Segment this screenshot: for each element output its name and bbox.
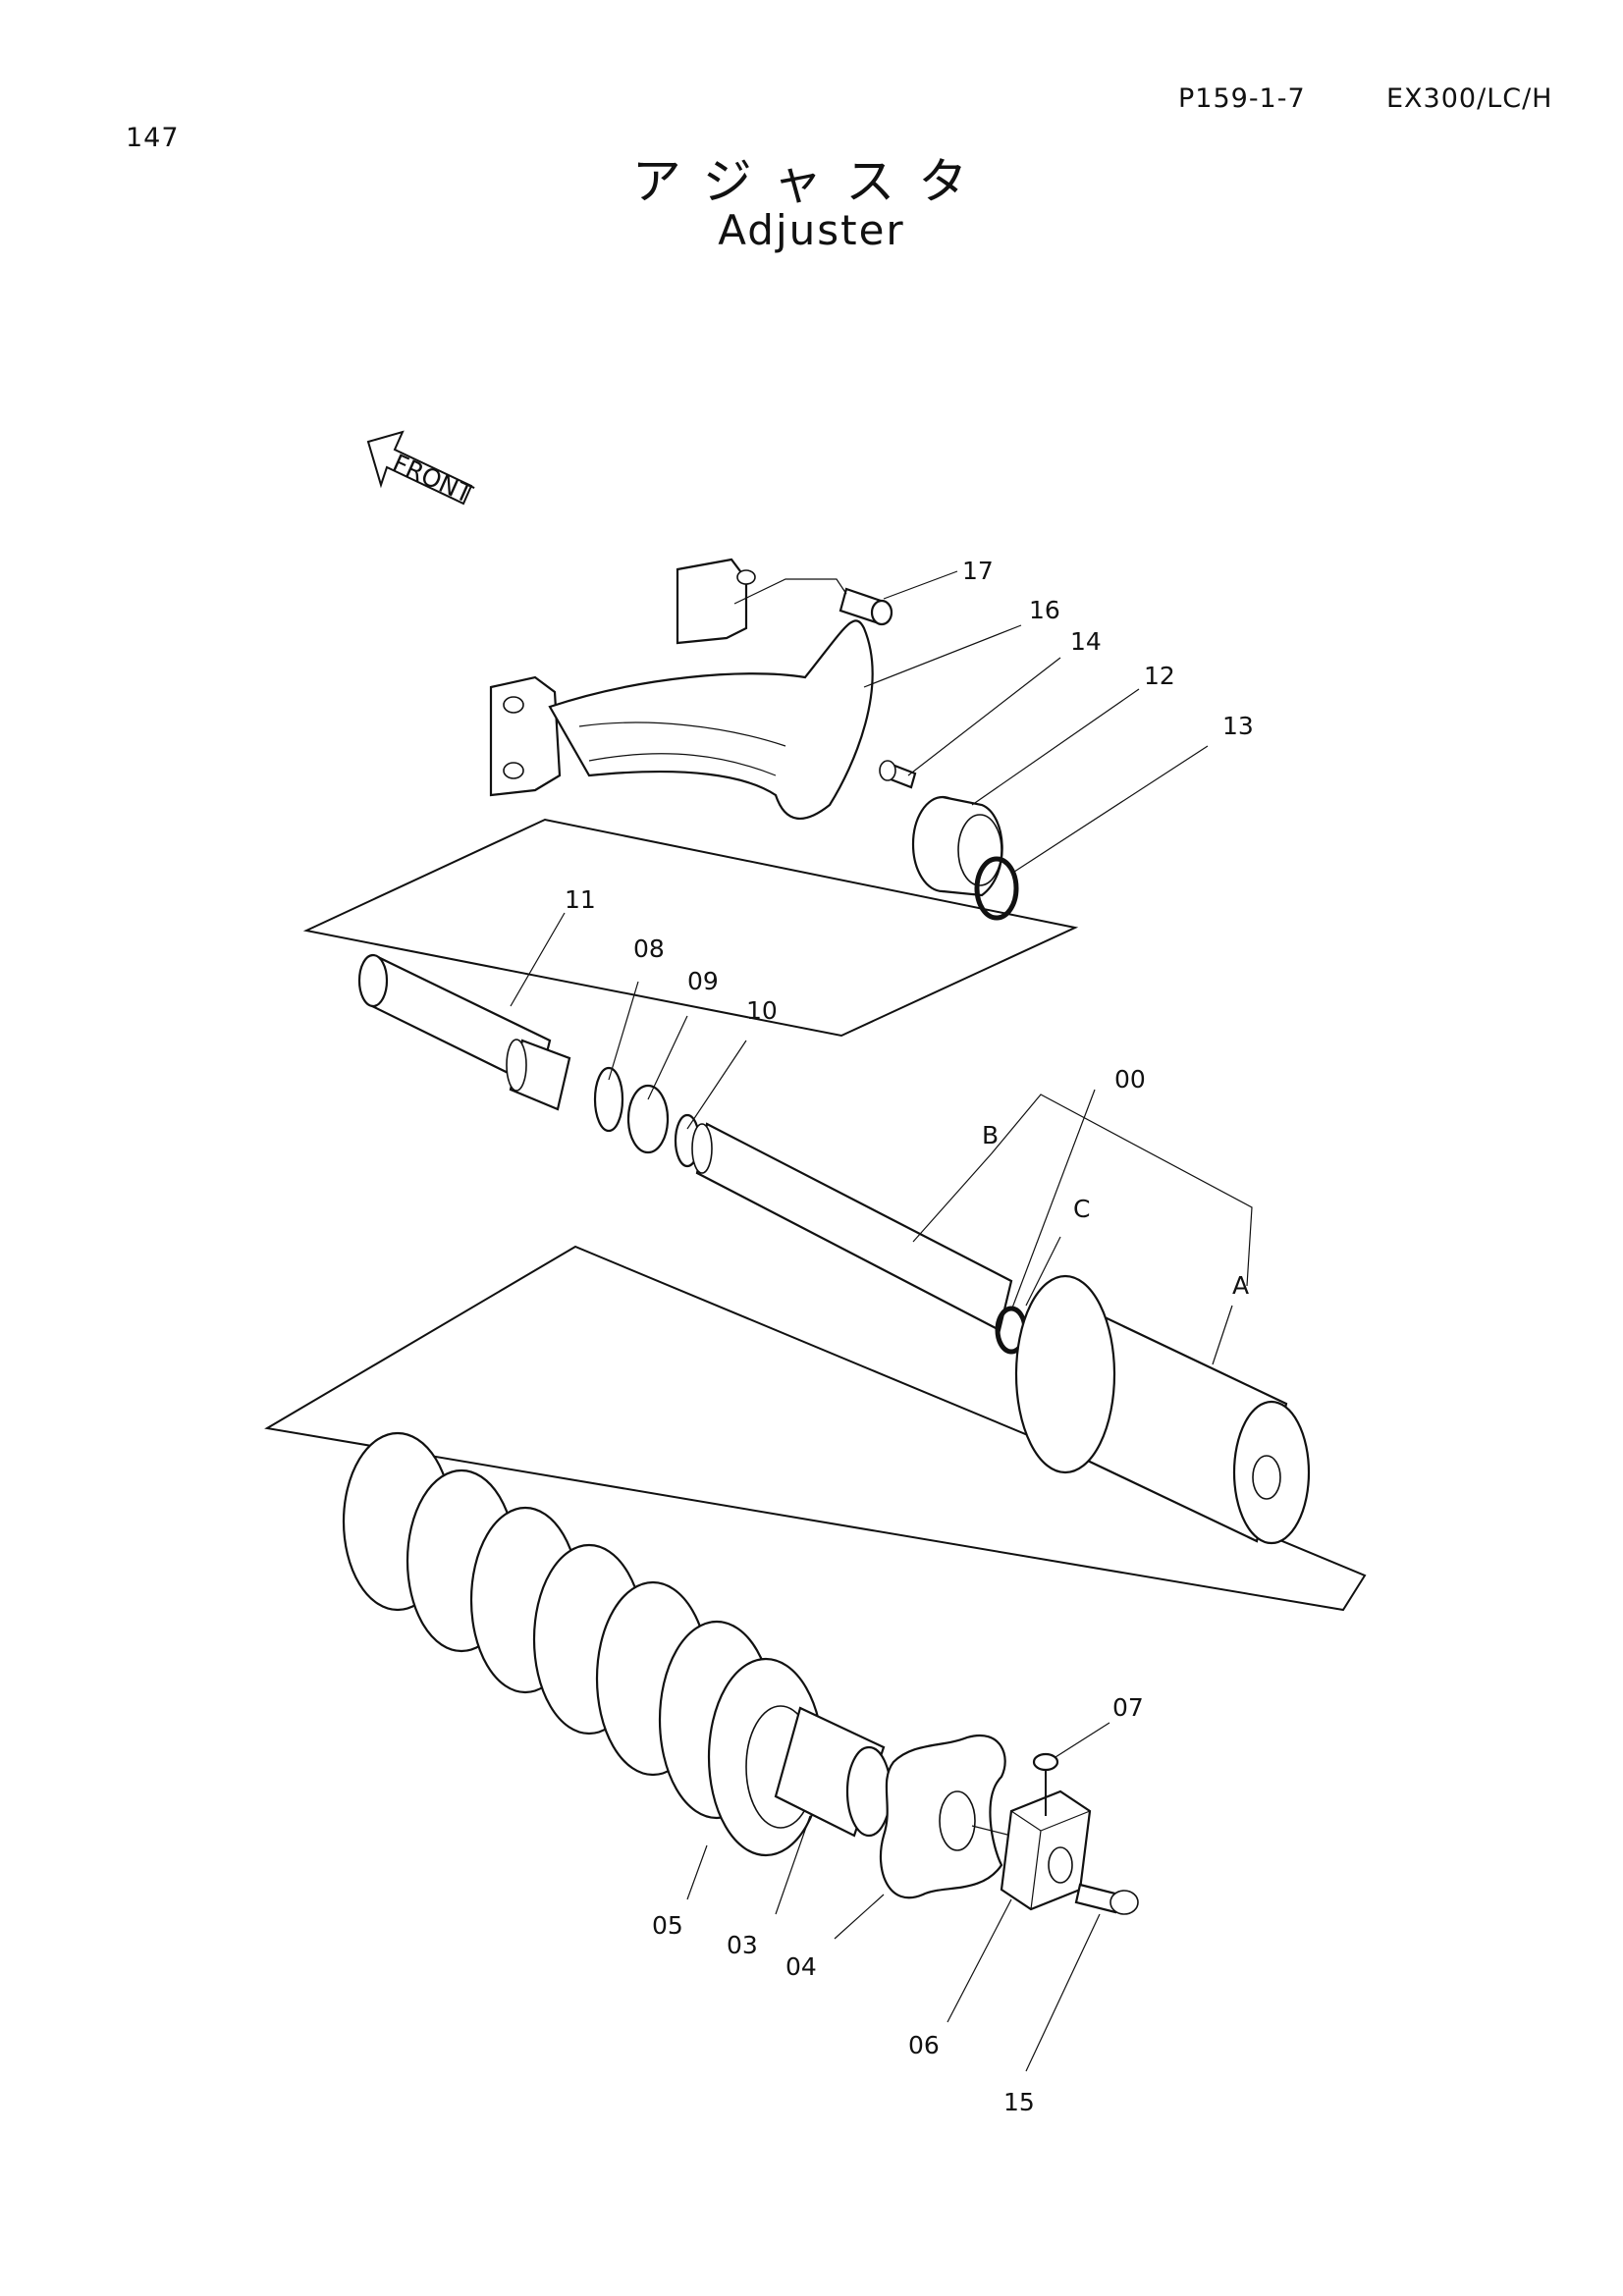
callout-14: 14 [1070,627,1102,656]
seal-08 [593,1066,624,1133]
callout-00: 00 [1114,1065,1146,1094]
title-japanese: アジャスタ [631,153,992,210]
bracket-plane [302,818,1079,1038]
callout-11: 11 [565,885,596,914]
front-label: FRONT [389,449,477,509]
rod-11 [357,953,571,1111]
callout-08: 08 [633,934,665,963]
callout-03: 03 [727,1931,758,1959]
cylinder-a [1014,1274,1311,1545]
callout-c: C [1073,1195,1090,1223]
callout-09: 09 [687,967,719,995]
front-arrow: FRONT [366,430,477,509]
seal-09 [626,1084,670,1154]
bolt-17 [839,587,893,626]
fitting-07 [1032,1752,1059,1816]
title-english: Adjuster [718,206,905,254]
flange-12 [911,795,1003,897]
callout-15: 15 [1003,2088,1035,2116]
page-number: 147 [126,123,180,153]
block-06 [1000,1789,1092,1911]
callout-06: 06 [908,2031,940,2059]
model-code: EX300/LC/H [1386,83,1553,114]
callout-04: 04 [785,1952,817,1981]
piston-rod-b [691,1122,1013,1332]
callout-a: A [1232,1271,1249,1300]
spring-05 [342,1431,825,1857]
plate-04 [879,1735,1006,1899]
callout-07: 07 [1112,1693,1144,1722]
callout-17: 17 [962,557,994,585]
callout-10: 10 [746,996,778,1025]
leader-lines [510,570,1253,2072]
spacer-03 [774,1706,893,1838]
valve-15 [1074,1883,1139,1915]
bolt-14 [879,760,917,789]
rod-plane [264,1245,1367,1612]
callout-b: B [982,1121,999,1149]
o-ring-13 [974,856,1019,921]
page-reference: P159-1-7 [1178,83,1306,114]
callout-12: 12 [1144,662,1175,690]
callout-16: 16 [1029,596,1060,624]
bracket-part [489,558,874,820]
callout-13: 13 [1222,712,1254,740]
callout-05: 05 [652,1911,683,1940]
